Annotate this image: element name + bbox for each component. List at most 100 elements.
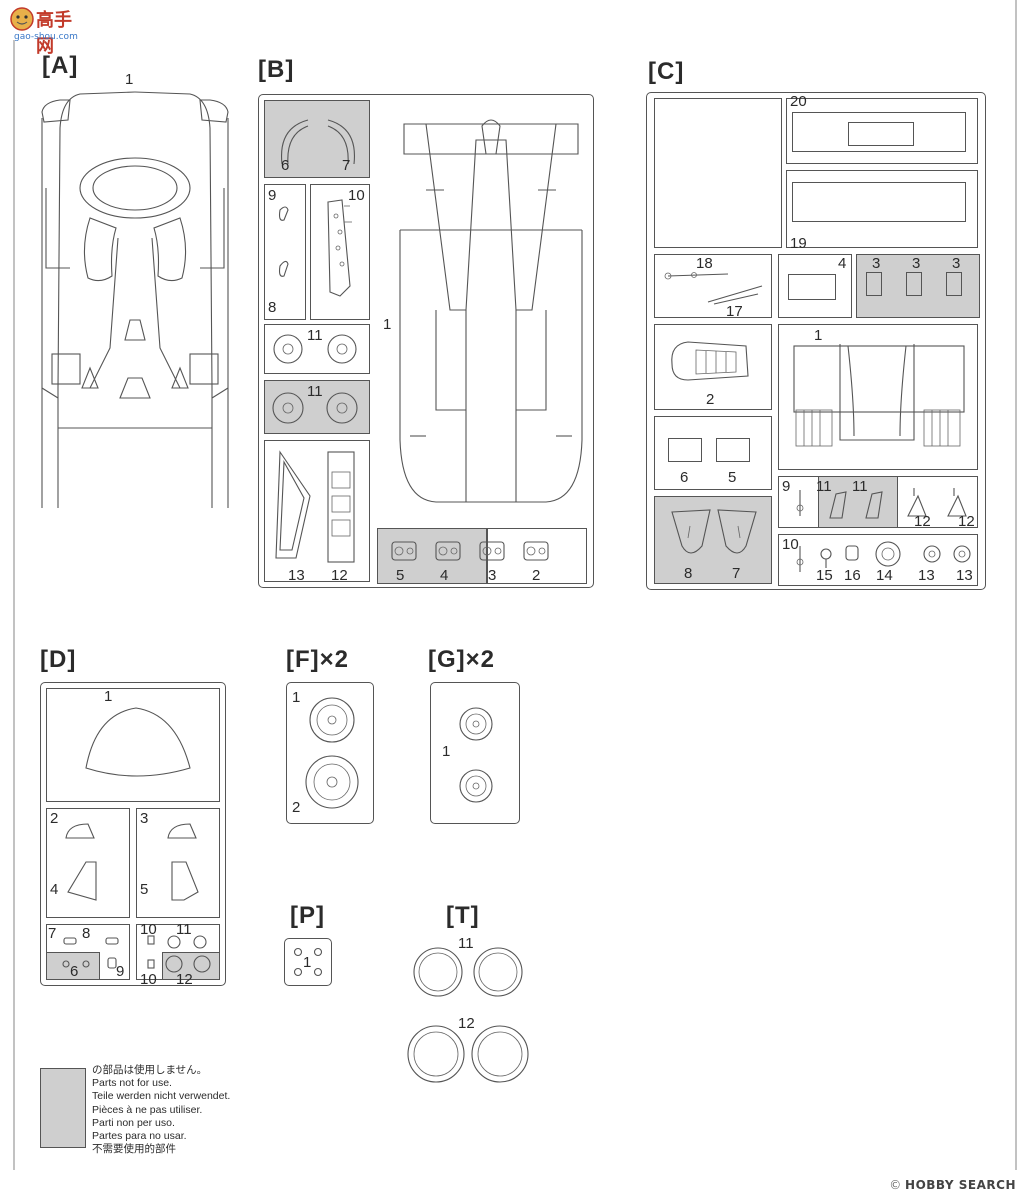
hobbysearch-logo-icon: ©	[889, 1178, 902, 1192]
sprue-d-frame	[40, 682, 226, 986]
legend-line: Parts not for use.	[92, 1077, 172, 1090]
part-c20-panel	[792, 112, 966, 152]
part-number: 11	[816, 478, 832, 495]
part-number: 2	[50, 810, 59, 827]
part-c1-engine-cover	[793, 344, 965, 447]
watermark-face-icon	[10, 7, 34, 31]
part-a1-cockpit-body	[41, 91, 229, 508]
part-number: 3	[912, 255, 921, 272]
watermark-site-name: 高手网	[36, 10, 72, 57]
legend-line: の部品は使用しません。	[92, 1064, 208, 1076]
sprue-b-cell-4-5-unused	[377, 528, 487, 584]
part-number: 9	[116, 963, 125, 980]
part-number: 11	[458, 935, 474, 952]
part-number: 1	[303, 954, 312, 971]
legend-line: Parti non per uso.	[92, 1116, 175, 1129]
part-number: 11	[852, 478, 868, 495]
legend-line: 不需要使用的部件	[92, 1143, 176, 1156]
part-number: 1	[383, 316, 392, 333]
sprue-b-cell-11-unused	[264, 380, 370, 434]
sprue-c-cell-7-8-unused	[654, 496, 772, 584]
part-c20-window	[848, 122, 914, 146]
part-number: 10	[140, 971, 157, 988]
sprue-b-frame	[258, 94, 594, 588]
part-b11-gears	[273, 334, 357, 364]
watermark-site-url: gao-shou.com	[14, 32, 78, 42]
sprue-c-cell-20	[786, 98, 978, 164]
part-number: 7	[48, 925, 57, 942]
part-number: 16	[844, 567, 861, 584]
section-b-label: [B]	[258, 56, 295, 83]
part-number: 4	[838, 255, 847, 272]
part-number: 7	[732, 565, 741, 582]
part-number: 4	[50, 881, 59, 898]
part-b11-gears-unused	[272, 392, 358, 424]
part-p1-screws	[293, 947, 323, 977]
part-number: 11	[307, 383, 323, 400]
part-f1-f2-wheels	[305, 697, 359, 809]
part-b12-b13-frames	[275, 450, 355, 563]
part-b2-b5-hubs	[391, 541, 549, 561]
part-d1-windscreen	[85, 707, 191, 777]
part-number: 12	[331, 567, 348, 584]
part-number: 2	[292, 799, 301, 816]
sprue-p-frame	[284, 938, 332, 986]
part-number: 13	[956, 567, 973, 584]
part-number: 6	[70, 963, 79, 980]
legend-unused-parts-text: の部品は使用しません。 Parts not for use. Teile wer…	[92, 1064, 230, 1156]
section-a-label: [A]	[42, 52, 79, 79]
part-number: 1	[104, 688, 113, 705]
part-g1-wheels	[459, 707, 493, 803]
part-number: 19	[790, 235, 807, 252]
sprue-b-cell-8-9	[264, 184, 306, 320]
sprue-c-cell-1	[778, 324, 978, 470]
part-c3-tab	[866, 272, 882, 296]
part-number: 3	[872, 255, 881, 272]
part-b10-dashboard-panel	[327, 199, 352, 297]
part-number: 5	[728, 469, 737, 486]
sprue-c-blank-plate	[654, 98, 782, 248]
sprue-d-cell-6-unused	[46, 952, 100, 980]
sprue-b-cell-2-3	[487, 528, 587, 584]
hobbysearch-credit: © HOBBY SEARCH	[889, 1178, 1016, 1192]
part-number: 17	[726, 303, 743, 320]
part-c17-c18-rods	[664, 272, 763, 305]
credit-brand: HOBBY SEARCH	[905, 1178, 1016, 1192]
part-b8-b9-mirrors	[278, 206, 289, 277]
sprue-d-cell-1	[46, 688, 220, 802]
part-number: 5	[396, 567, 405, 584]
sprue-c-cell-11-unused	[818, 476, 898, 528]
sprue-f-frame	[286, 682, 374, 824]
section-f-label: [F]×2	[286, 646, 350, 673]
part-number: 11	[176, 921, 192, 938]
part-number: 13	[288, 567, 305, 584]
part-c10-c16-small-parts	[796, 541, 971, 572]
sprue-c-cell-4	[778, 254, 852, 318]
part-number: 3	[140, 810, 149, 827]
part-number: 8	[268, 299, 277, 316]
sprue-g-frame	[430, 682, 520, 824]
sprue-c-frame	[646, 92, 986, 590]
site-watermark-logo: 高手网 gao-shou.com	[8, 6, 78, 57]
sprue-d-cell-3-5	[136, 808, 220, 918]
part-c19-panel	[792, 182, 966, 222]
part-number: 6	[680, 469, 689, 486]
section-c-label: [C]	[648, 58, 685, 85]
part-number: 12	[458, 1015, 475, 1032]
part-b6-b7-fenders	[280, 119, 356, 165]
sprue-c-cell-19	[786, 170, 978, 248]
part-d6-d12-lenses	[62, 935, 211, 973]
sprue-b-cell-6-7-unused	[264, 100, 370, 178]
sprue-c-cell-17-18	[654, 254, 772, 318]
part-number: 5	[140, 881, 149, 898]
part-number: 7	[342, 157, 351, 174]
part-number: 18	[696, 255, 713, 272]
part-c6-plate	[668, 438, 702, 462]
part-number: 10	[140, 921, 157, 938]
part-number: 3	[488, 567, 497, 584]
part-number: 2	[706, 391, 715, 408]
part-c9-c12-brackets	[796, 488, 967, 519]
part-c7-c8-winglets	[671, 509, 757, 554]
legend-line: Pièces à ne pas utiliser.	[92, 1103, 203, 1116]
part-c2-seat	[671, 341, 749, 381]
